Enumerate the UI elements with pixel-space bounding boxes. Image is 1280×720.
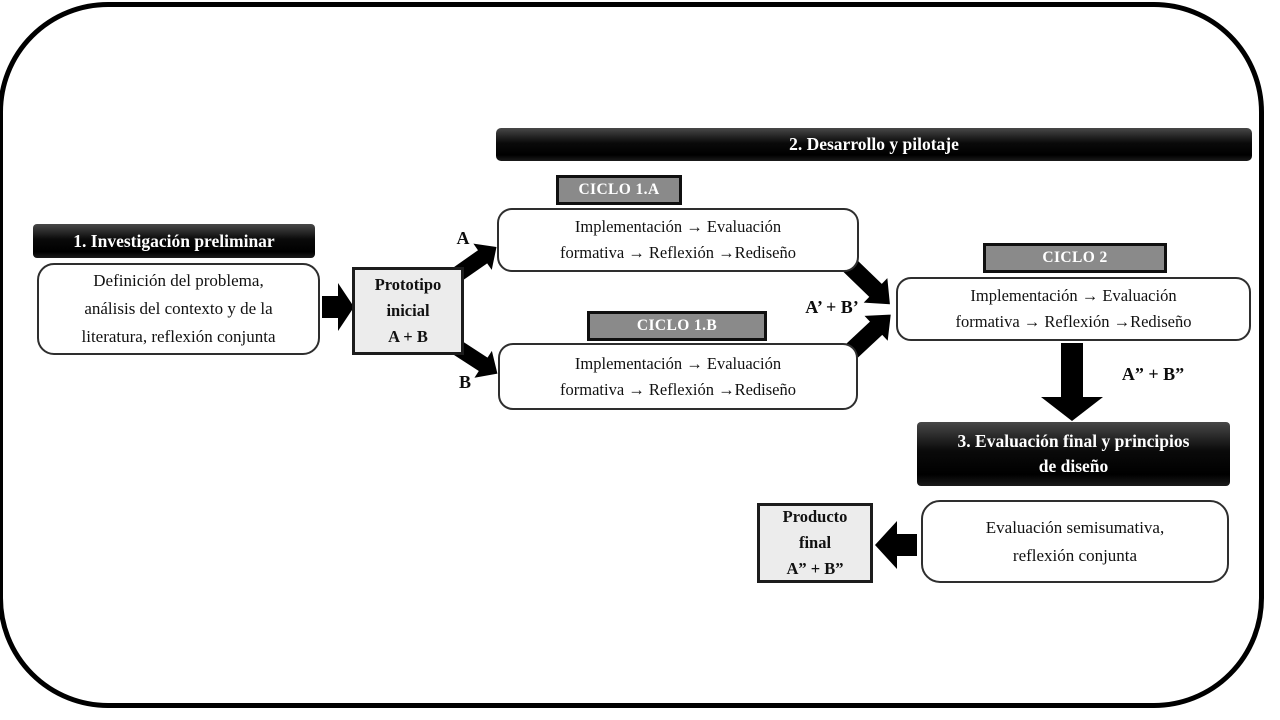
- cycle2-process-box: Implementación → Evaluación formativa → …: [896, 277, 1251, 341]
- cycle1b-title: CICLO 1.B: [636, 317, 718, 334]
- stage1-line: Definición del problema,: [93, 271, 264, 290]
- final-product-box: Producto final A” + B”: [757, 503, 873, 583]
- cycle1a-header: CICLO 1.A: [556, 175, 682, 205]
- cycle1a-process-box: Implementación → Evaluación formativa → …: [497, 208, 859, 272]
- cycle2-line: formativa → Reflexión →Rediseño: [955, 312, 1192, 331]
- stage3-header-line: de diseño: [1038, 456, 1109, 476]
- cycle2-header: CICLO 2: [983, 243, 1167, 273]
- prototype-line: A + B: [388, 327, 428, 346]
- cycle2-line: Implementación → Evaluación: [970, 286, 1177, 305]
- stage3-line: reflexión conjunta: [1012, 545, 1138, 565]
- cycle1b-header: CICLO 1.B: [587, 311, 767, 341]
- prototype-line: inicial: [386, 301, 430, 320]
- branch-label-a: A: [456, 228, 470, 248]
- cycle1a-title: CICLO 1.A: [578, 181, 660, 198]
- merge-label-a-prime-b-prime: A’ + B’: [805, 297, 859, 317]
- output-label-a-doubleprime-b-doubleprime: A” + B”: [1121, 364, 1185, 384]
- stage1-header: 1. Investigación preliminar: [33, 224, 315, 258]
- stage1-line: análisis del contexto y de la: [84, 299, 273, 318]
- stage2-banner: 2. Desarrollo y pilotaje: [496, 128, 1252, 161]
- stage1-header-label: 1. Investigación preliminar: [73, 230, 275, 251]
- stage3-description-box: Evaluación semisumativa, reflexión conju…: [921, 500, 1229, 583]
- stage2-banner-label: 2. Desarrollo y pilotaje: [789, 134, 959, 154]
- prototype-line: Prototipo: [374, 275, 442, 294]
- cycle1b-line: formativa → Reflexión →Rediseño: [560, 379, 796, 399]
- cycle2-title: CICLO 2: [1042, 249, 1108, 266]
- stage3-header-line: 3. Evaluación final y principios: [957, 431, 1190, 451]
- stage1-description-box: Definición del problema, análisis del co…: [37, 263, 320, 355]
- product-line: final: [798, 533, 832, 552]
- cycle1a-line: Implementación → Evaluación: [574, 217, 782, 236]
- branch-label-b: B: [458, 372, 471, 392]
- cycle1b-process-box: Implementación → Evaluación formativa → …: [498, 343, 858, 410]
- cycle1b-line: Implementación → Evaluación: [574, 353, 782, 373]
- stage3-header: 3. Evaluación final y principios de dise…: [917, 422, 1230, 486]
- stage1-line: literatura, reflexión conjunta: [81, 327, 276, 346]
- diagram-border-frame: [0, 2, 1264, 708]
- product-line: A” + B”: [786, 559, 844, 578]
- stage3-line: Evaluación semisumativa,: [985, 517, 1165, 537]
- product-line: Producto: [782, 507, 848, 526]
- cycle1a-line: formativa → Reflexión →Rediseño: [560, 243, 796, 262]
- initial-prototype-box: Prototipo inicial A + B: [352, 267, 464, 355]
